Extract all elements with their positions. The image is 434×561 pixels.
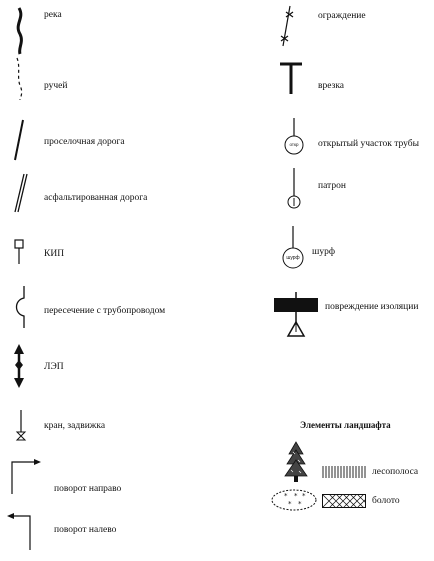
svg-text:*: * — [294, 492, 298, 500]
forest-belt-label: лесополоса — [372, 467, 419, 477]
forest-belt-hatch-icon — [322, 465, 366, 479]
wavy-line-icon — [10, 6, 30, 56]
bracket-curve-icon — [10, 284, 30, 330]
open-pipe-badge: откр — [289, 142, 299, 147]
arrow-right-icon — [8, 456, 44, 496]
tap-in-label: врезка — [318, 81, 345, 91]
open-pipe-label: открытый участок трубы — [318, 139, 419, 149]
tee-icon — [278, 60, 304, 96]
dirt-road-label: проселочная дорога — [44, 137, 125, 147]
valve-label: кран, задвижка — [44, 421, 106, 431]
svg-text:*: * — [288, 500, 292, 508]
turn-right-label: поворот направо — [54, 484, 122, 494]
valve-icon — [14, 410, 30, 444]
open-pipe-circle-icon: откр — [282, 118, 306, 158]
swamp-icon: *** ** — [270, 488, 318, 512]
pit-badge: шурф — [286, 255, 300, 261]
cartridge-circle-icon — [284, 168, 304, 212]
asphalt-road-label: асфальтированная дорога — [44, 193, 148, 203]
river-label: река — [44, 10, 62, 20]
fence-icon — [276, 4, 296, 48]
insulation-damage-label: повреждение изоляции — [325, 302, 419, 312]
pit-label: шурф — [312, 247, 335, 257]
svg-text:*: * — [284, 492, 288, 500]
single-line-icon — [8, 118, 28, 162]
turn-left-label: поворот налево — [54, 525, 117, 535]
dashed-curve-icon — [12, 56, 28, 102]
power-line-label: ЛЭП — [44, 362, 64, 372]
arrow-left-icon — [4, 506, 40, 552]
stream-label: ручей — [44, 81, 68, 91]
tree-icon — [283, 440, 309, 484]
pit-circle-icon: шурф — [280, 226, 306, 272]
svg-text:*: * — [302, 492, 306, 500]
double-arrow-icon — [8, 344, 30, 388]
svg-text:*: * — [298, 500, 302, 508]
landscape-title: Элементы ландшафта — [300, 420, 391, 430]
insulation-damage-icon — [272, 292, 320, 340]
square-post-icon — [12, 238, 28, 266]
double-line-icon — [8, 172, 30, 214]
fence-label: ограждение — [318, 11, 366, 21]
swamp-label: болото — [372, 496, 400, 506]
pipeline-crossing-label: пересечение с трубопроводом — [44, 306, 166, 316]
swamp-crosshatch-icon — [322, 494, 366, 508]
cartridge-label: патрон — [318, 181, 346, 191]
kip-label: КИП — [44, 249, 65, 259]
